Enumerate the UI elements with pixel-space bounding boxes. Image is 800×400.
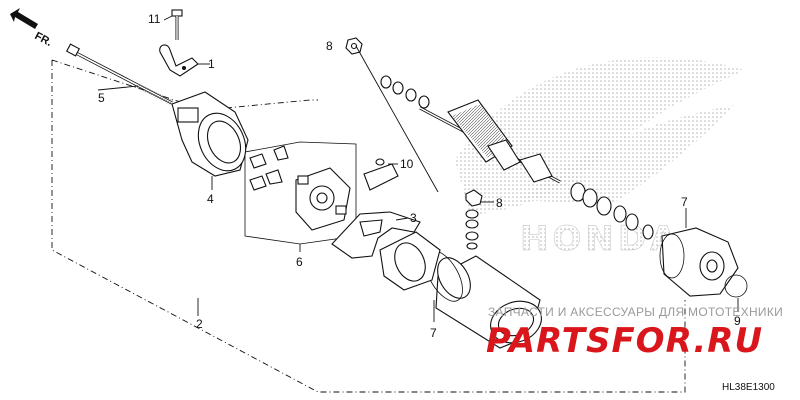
callout-10: 10	[400, 157, 414, 171]
callout-11: 11	[148, 12, 161, 26]
brush-holder	[295, 167, 351, 231]
watermark-caption: ЗАПЧАСТИ И АКСЕССУАРЫ ДЛЯ МОТОТЕХНИКИ	[488, 305, 783, 319]
callout-4: 4	[207, 192, 214, 206]
rear-cover	[171, 91, 249, 177]
fr-label: FR.	[33, 30, 54, 49]
callout-1: 1	[208, 57, 215, 71]
brush-clips	[249, 145, 289, 191]
callout-8-upper: 8	[326, 39, 333, 53]
brush-terminal-plate	[331, 211, 421, 259]
nut-washer-stack	[465, 189, 483, 250]
assembly-frame	[51, 59, 686, 393]
terminal-insulator	[363, 158, 399, 191]
callout-7-left: 7	[430, 326, 437, 340]
front-washers	[570, 182, 654, 240]
brush-housing	[379, 231, 441, 291]
wire-bracket	[159, 44, 199, 77]
honda-logo-text: HONDA	[520, 219, 680, 259]
diagram-code: HL38E1300	[722, 382, 775, 393]
forward-arrow-icon: FR.	[10, 8, 54, 49]
callout-labels: 11 1 5 4 2 6 10 3 8 8 7 7 9	[98, 12, 741, 340]
callout-7-right: 7	[681, 195, 688, 209]
bolt-11	[171, 9, 183, 40]
callout-3: 3	[410, 211, 417, 225]
armature	[419, 99, 561, 184]
o-ring-front	[724, 274, 748, 298]
callout-9: 9	[734, 314, 741, 328]
callout-2: 2	[196, 317, 203, 331]
motor-yoke	[435, 255, 542, 349]
armature-washers	[380, 75, 430, 109]
leader-lines	[97, 15, 739, 322]
front-cover	[659, 227, 739, 297]
callout-8-lower: 8	[496, 196, 503, 210]
watermark-brand: PARTSFOR.RU	[486, 321, 763, 361]
callout-6: 6	[296, 255, 303, 269]
through-bolt	[65, 43, 174, 106]
callout-5: 5	[98, 91, 105, 105]
